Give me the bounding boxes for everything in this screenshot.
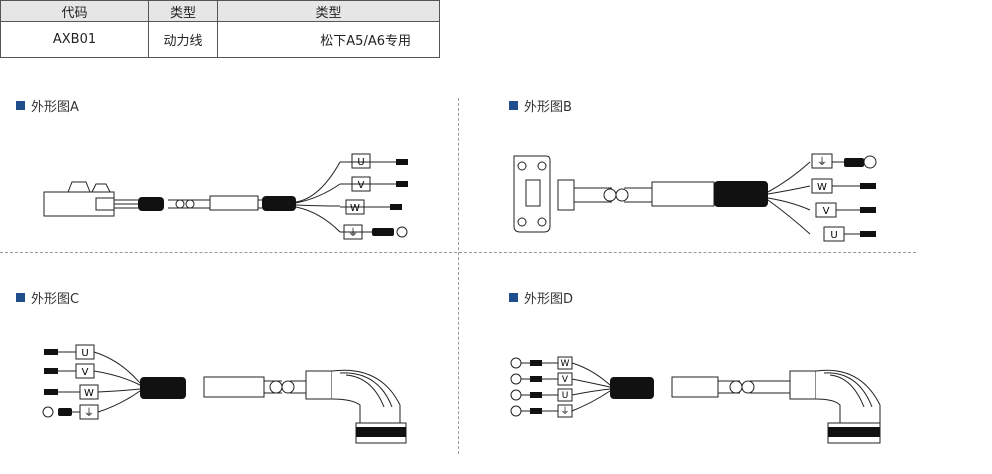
wire-label-ground: ⏚ bbox=[560, 406, 569, 417]
square-bullet-icon bbox=[509, 101, 518, 110]
cell-type: 动力线 bbox=[148, 21, 218, 58]
wire-label-u: U bbox=[830, 230, 837, 241]
cell-model: 松下A5/A6专用 bbox=[217, 21, 440, 58]
section-title-a: 外形图A bbox=[16, 96, 79, 115]
section-title-b-label: 外形图B bbox=[524, 100, 572, 115]
square-bullet-icon bbox=[16, 101, 25, 110]
wire-label-ground: ⏚ bbox=[84, 407, 94, 419]
vertical-divider bbox=[458, 98, 459, 454]
wire-label-w: W bbox=[817, 182, 827, 193]
cable-diagram-a: U V W ⏚ bbox=[43, 153, 408, 240]
section-title-d: 外形图D bbox=[509, 288, 573, 307]
wire-label-w: W bbox=[350, 203, 360, 214]
wire-label-w: W bbox=[84, 388, 94, 399]
wire-label-v: V bbox=[82, 367, 89, 378]
wire-label-u: U bbox=[562, 391, 569, 401]
wire-label-v: V bbox=[562, 375, 569, 385]
section-title-c: 外形图C bbox=[16, 288, 79, 307]
wire-label-u: U bbox=[81, 348, 88, 359]
wire-label-ground: ⏚ bbox=[348, 227, 358, 239]
cable-diagram-b: ⏚ W V U bbox=[513, 153, 877, 242]
wire-label-w: W bbox=[561, 359, 570, 369]
wire-label-ground: ⏚ bbox=[817, 156, 827, 168]
cable-diagram-d: W V U ⏚ bbox=[510, 356, 881, 444]
square-bullet-icon bbox=[16, 293, 25, 302]
header-code: 代码 bbox=[0, 0, 149, 22]
header-type: 类型 bbox=[148, 0, 218, 22]
spec-table: 代码 类型 类型 AXB01 动力线 松下A5/A6专用 bbox=[0, 0, 440, 58]
cable-diagram-c: U V W ⏚ bbox=[42, 344, 407, 444]
section-title-b: 外形图B bbox=[509, 96, 572, 115]
cell-code: AXB01 bbox=[0, 21, 149, 58]
square-bullet-icon bbox=[509, 293, 518, 302]
wire-label-v: V bbox=[358, 180, 365, 191]
section-title-c-label: 外形图C bbox=[31, 292, 80, 307]
wire-label-u: U bbox=[357, 157, 364, 168]
section-title-d-label: 外形图D bbox=[524, 292, 574, 307]
wire-label-v: V bbox=[823, 206, 830, 217]
table-row: AXB01 动力线 松下A5/A6专用 bbox=[0, 21, 440, 58]
header-type-2: 类型 bbox=[217, 0, 440, 22]
section-title-a-label: 外形图A bbox=[31, 100, 79, 115]
table-header-row: 代码 类型 类型 bbox=[0, 0, 440, 22]
